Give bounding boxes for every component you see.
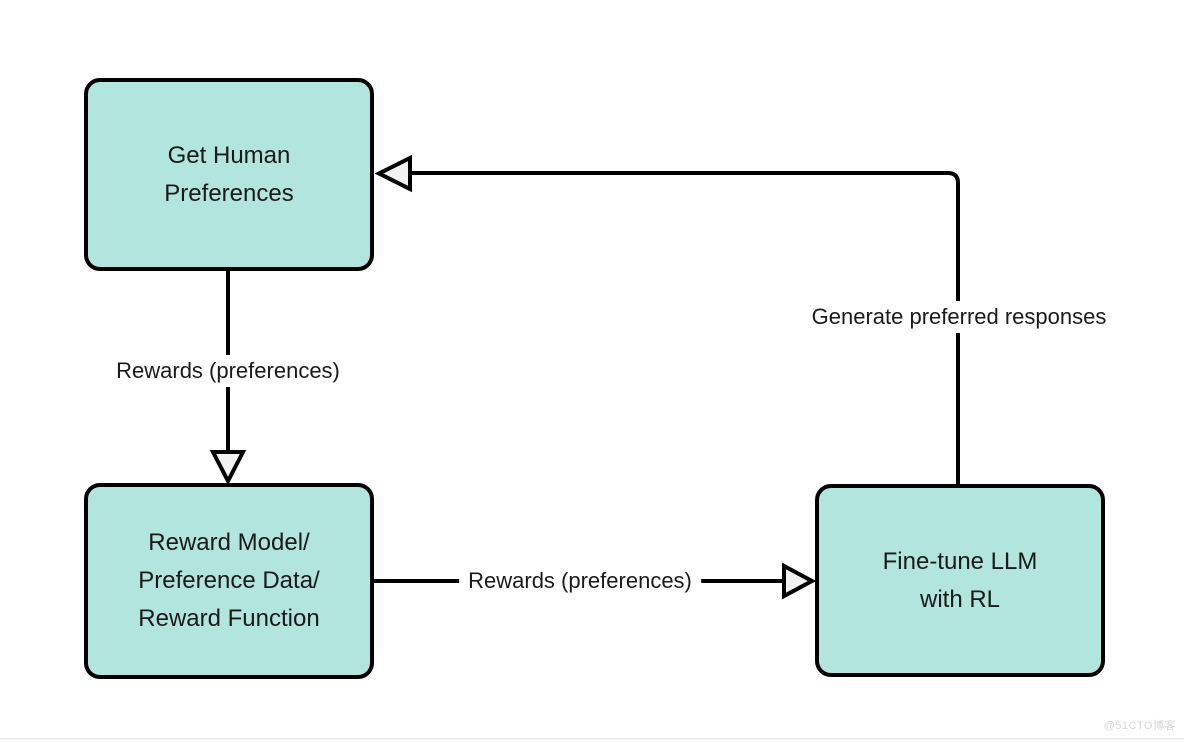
arrowhead-right-icon <box>782 562 817 600</box>
node-label-line: Fine-tune LLM <box>882 547 1038 575</box>
node-get-human-preferences: Get Human Preferences <box>84 78 374 271</box>
node-reward-model: Reward Model/ Preference Data/ Reward Fu… <box>84 483 374 679</box>
node-fine-tune-llm: Fine-tune LLM with RL <box>815 484 1105 677</box>
node-label-line: with RL <box>919 585 1001 613</box>
edge-label-rewards-preferences-2: Rewards (preferences) <box>459 565 701 597</box>
edge-label-generate-preferred-responses: Generate preferred responses <box>802 301 1116 333</box>
node-label-line: Preference Data/ <box>138 567 320 594</box>
edge-label-rewards-preferences-1: Rewards (preferences) <box>107 355 349 387</box>
edge-line-finetune-to-preferences <box>410 171 960 484</box>
node-label-line: Reward Model/ <box>148 529 310 556</box>
node-label-line: Reward Function <box>138 605 320 632</box>
node-label-line: Get Human <box>167 141 291 169</box>
arrowhead-down-icon <box>209 450 247 486</box>
arrowhead-left-icon <box>374 154 412 193</box>
node-label-line: Preferences <box>164 179 294 207</box>
watermark-51cto: @51CTO博客 <box>1103 720 1176 732</box>
bottom-divider-line <box>0 738 1184 740</box>
